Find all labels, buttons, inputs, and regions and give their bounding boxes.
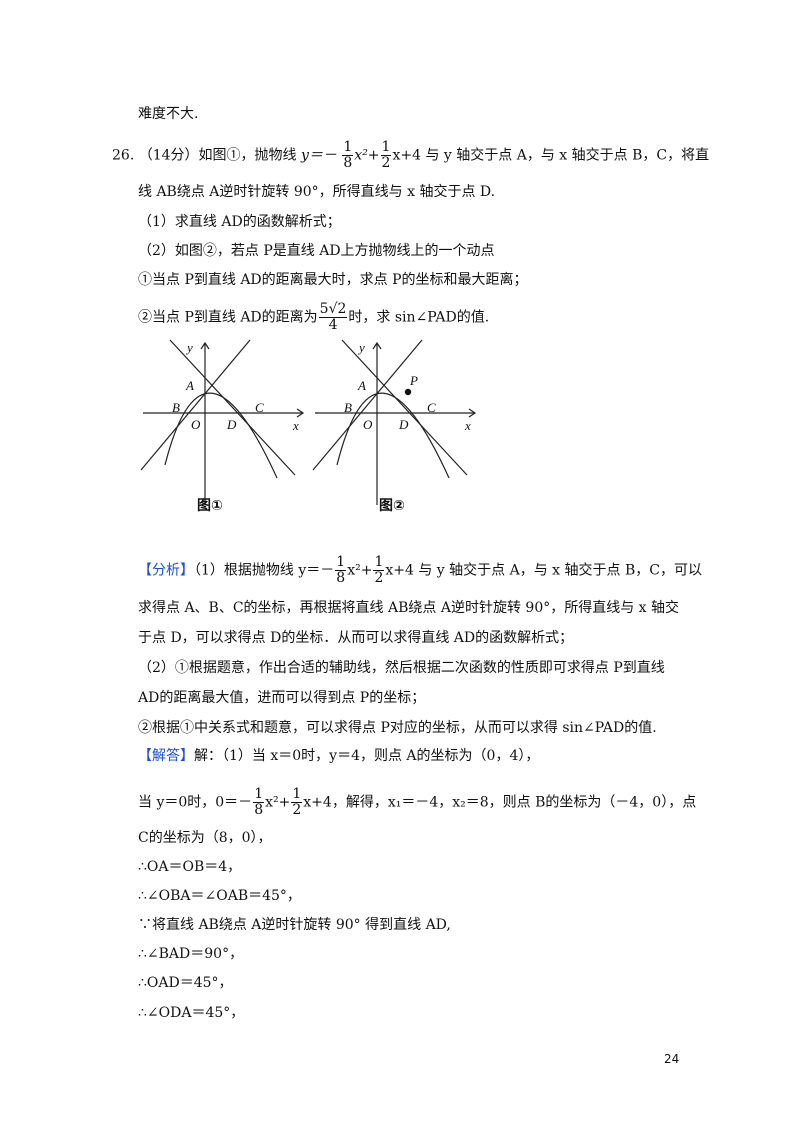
label-p: P — [409, 373, 418, 388]
solution-line3: C的坐标为（8，0）， — [138, 830, 272, 846]
line-ab — [312, 339, 423, 471]
frac-den: 8 — [254, 802, 264, 818]
parabola — [336, 392, 450, 479]
intro-text: 难度不大. — [138, 106, 199, 122]
parabola — [164, 392, 278, 479]
figure-1 — [140, 339, 305, 505]
label-o: O — [191, 417, 201, 432]
figures-svg: y x A B O D C y x A B — [140, 339, 477, 505]
solution-line5: ∴∠OBA＝∠OAB＝45°， — [138, 888, 301, 904]
label-b: B — [344, 400, 352, 415]
x-axis-arrow-icon — [468, 408, 477, 418]
x-axis-arrow-icon — [296, 408, 305, 418]
problem-statement-line2: 线 AB绕点 A逆时针旋转 90°，所得直线与 x 轴交于点 D. — [138, 184, 496, 200]
frac-num: 1 — [335, 554, 347, 571]
line-ad — [341, 339, 468, 476]
solution-line4: ∴OA＝OB＝4， — [138, 859, 242, 875]
label-c: C — [427, 400, 436, 415]
figure-1-labels: y x A B O D C — [172, 340, 299, 433]
frac-den: 2 — [381, 155, 391, 171]
eq-mid: x²+ — [354, 147, 380, 164]
analysis-line3: 于点 D，可以求得点 D的坐标．从而可以求得直线 AD的函数解析式； — [138, 630, 574, 646]
solution-line9: ∴∠ODA＝45°， — [138, 1005, 245, 1021]
analysis-line6: ②根据①中关系式和题意，可以求得点 P对应的坐标，从而可以求得 sin∠PAD的… — [138, 720, 657, 736]
solution-l1: 解：（1）当 x＝0时，y＝4，则点 A的坐标为（0，4）， — [194, 748, 540, 764]
page-number: 24 — [664, 1052, 680, 1066]
label-a: A — [185, 378, 194, 393]
frac-num: 1 — [253, 786, 265, 803]
frac-den: 2 — [292, 802, 302, 818]
frac-num: 1 — [342, 139, 354, 156]
analysis-line5: AD的距离最大值，进而可以得到点 P的坐标； — [138, 690, 426, 706]
solution-l2-mid: x²+ — [265, 794, 291, 811]
label-x: x — [292, 418, 299, 433]
figure-1-caption: 图① — [197, 498, 223, 514]
analysis-line2: 求得点 A、B、C的坐标，再根据将直线 AB绕点 A逆时针旋转 90°，所得直线… — [138, 600, 680, 616]
analysis-l1-post: x+4 与 y 轴交于点 A，与 x 轴交于点 B，C，可以 — [385, 562, 702, 579]
q2-2-post: 时，求 sin∠PAD的值. — [348, 309, 490, 326]
label-c: C — [255, 400, 264, 415]
eq-rest: x+4 与 y 轴交于点 A，与 x 轴交于点 B，C，将直 — [392, 147, 710, 164]
frac-den: 8 — [336, 570, 346, 586]
label-b: B — [172, 400, 180, 415]
solution-line6: ∵将直线 AB绕点 A逆时针旋转 90° 得到直线 AD, — [138, 917, 451, 933]
y-axis-arrow-icon — [372, 341, 382, 350]
analysis-l1-pre: （1）根据抛物线 y＝－ — [194, 562, 335, 579]
frac-num: 1 — [373, 554, 385, 571]
label-d: D — [398, 417, 409, 432]
solution-line8: ∴OAD＝45°， — [138, 975, 233, 991]
solution-tag: 【解答】 — [138, 748, 194, 764]
question-1: （1）求直线 AD的函数解析式； — [138, 214, 341, 230]
label-x: x — [464, 418, 471, 433]
frac-num: 1 — [380, 139, 392, 156]
question-2-1: ①当点 P到直线 AD的距离最大时，求点 P的坐标和最大距离； — [138, 272, 528, 288]
solution-line7: ∴∠BAD＝90°， — [138, 946, 244, 962]
label-y: y — [185, 340, 193, 355]
eq-prefix: y＝－ — [301, 147, 337, 164]
point-p-dot — [404, 388, 412, 396]
solution-line1: 【解答】解：（1）当 x＝0时，y＝4，则点 A的坐标为（0，4）， — [138, 746, 539, 766]
frac-den: 4 — [328, 317, 338, 333]
analysis-tag: 【分析】 — [138, 562, 194, 579]
y-axis-arrow-icon — [200, 341, 210, 350]
solution-l2-post: x+4，解得，x₁＝－4，x₂＝8，则点 B的坐标为（－4，0），点 — [303, 794, 697, 811]
line-ab — [140, 339, 251, 471]
figure-2-caption: 图② — [379, 498, 405, 514]
figure-2: y x A B O D C P — [312, 339, 477, 505]
frac-den: 2 — [374, 570, 384, 586]
problem-number: 26. — [112, 147, 135, 164]
problem-score: （14分）如图①，抛物线 — [138, 147, 297, 164]
analysis-l1-mid: x²+ — [347, 562, 373, 579]
figures: y x A B O D C y x A B — [135, 335, 495, 524]
frac-den: 8 — [343, 155, 353, 171]
q2-2-pre: ②当点 P到直线 AD的距离为 — [138, 309, 318, 326]
analysis-line4: （2）①根据题意，作出合适的辅助线，然后根据二次函数的性质即可求得点 P到直线 — [138, 660, 665, 676]
label-d: D — [226, 417, 237, 432]
solution-l2-pre: 当 y＝0时，0＝－ — [138, 794, 253, 811]
frac-num: 5√2 — [318, 301, 348, 318]
line-ad — [169, 339, 296, 476]
question-2: （2）如图②，若点 P是直线 AD上方抛物线上的一个动点 — [138, 243, 495, 259]
label-a: A — [357, 378, 366, 393]
frac-num: 1 — [291, 786, 303, 803]
label-y: y — [357, 340, 365, 355]
label-o: O — [363, 417, 373, 432]
